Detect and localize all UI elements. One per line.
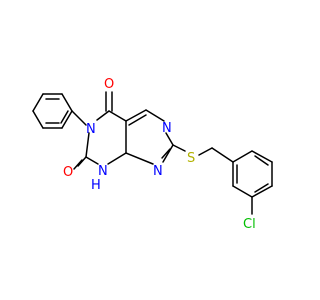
atom-chlorine: Cl	[243, 217, 256, 232]
atom-nh-hydrogen: H	[91, 178, 101, 193]
molecule-structure: O N N O N H N S Cl	[0, 0, 300, 300]
atom-n-pyrimidine-bottom: N	[153, 164, 163, 179]
atom-o-bottom: O	[63, 165, 73, 180]
atom-n-pyrimidine-top: N	[162, 121, 172, 136]
atom-n-imide: N	[86, 122, 96, 137]
atom-labels: O N N O N H N S Cl	[63, 77, 256, 232]
atom-o-top: O	[104, 77, 114, 92]
atom-nh-label: N	[98, 164, 108, 179]
bond-lines	[32, 91, 273, 215]
atom-sulfur: S	[187, 151, 195, 166]
canvas-background	[0, 0, 300, 300]
